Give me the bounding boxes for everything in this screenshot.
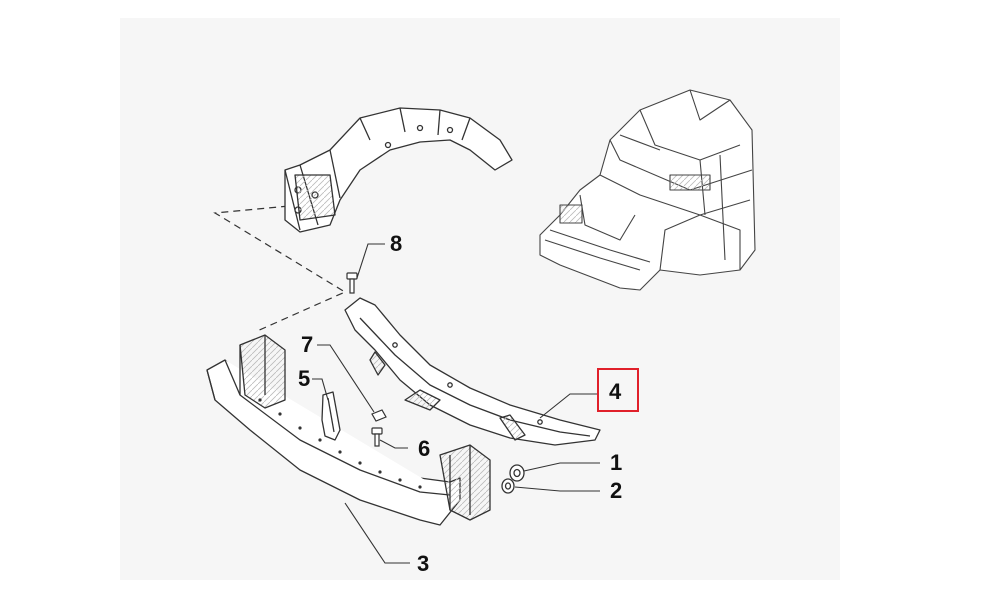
callout-8: 8 — [390, 231, 402, 256]
part-6-bolt — [371, 427, 383, 447]
part-4-upper-rail — [344, 297, 601, 446]
callout-1: 1 — [610, 450, 622, 475]
callout-4: 4 — [609, 379, 622, 404]
wheel-arch-bracket — [284, 107, 513, 233]
callout-3: 3 — [417, 551, 429, 576]
callout-6: 6 — [418, 436, 430, 461]
part-8-bolt — [346, 272, 358, 294]
leader-lines — [312, 243, 600, 564]
part-5-bracket — [321, 391, 341, 441]
highlight-box — [597, 368, 639, 412]
callout-5: 5 — [298, 366, 310, 391]
assembly-guide-line — [213, 204, 347, 333]
car-front-structure — [539, 89, 756, 291]
part-1-washer — [509, 464, 525, 482]
callout-2: 2 — [610, 478, 622, 503]
part-3-bumper-crossmember — [206, 334, 491, 526]
part-7-nut — [371, 409, 387, 422]
part-2-washer — [501, 478, 515, 494]
callout-7: 7 — [301, 332, 313, 357]
